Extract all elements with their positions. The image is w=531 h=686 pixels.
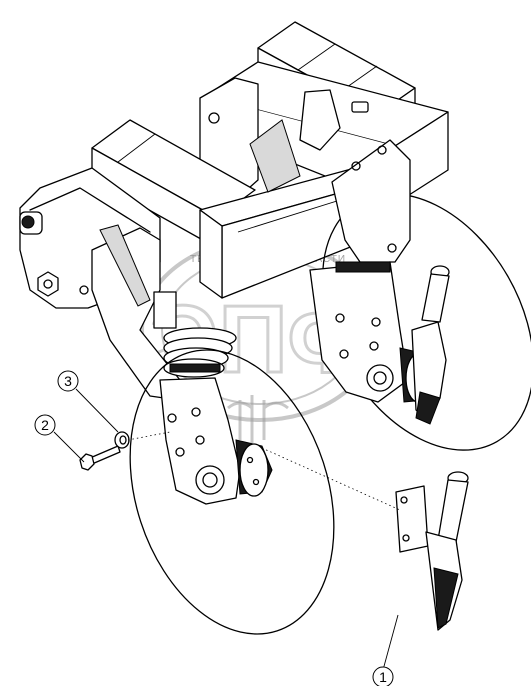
washer-item-3	[114, 431, 130, 449]
front-disc	[129, 349, 335, 635]
assembly-line-bolt	[127, 431, 171, 441]
callout-label-3: 3	[64, 373, 72, 389]
callout-label-1: 1	[379, 669, 387, 685]
callout-2: 2	[34, 414, 85, 463]
callout-3: 3	[57, 370, 119, 433]
callout-1: 1	[372, 614, 399, 686]
pivot-bolt-top	[19, 211, 43, 235]
rear-row-unit	[249, 89, 531, 451]
rear-seed-tube	[411, 265, 450, 425]
front-spring	[153, 291, 237, 378]
seed-tube-item-1	[395, 471, 469, 631]
front-row-unit-arm	[91, 224, 273, 505]
bolt-item-2	[79, 445, 121, 471]
callout-label-2: 2	[41, 417, 49, 433]
assembly-line-seed-tube	[261, 447, 401, 511]
pivot-nut-bottom	[37, 271, 59, 297]
